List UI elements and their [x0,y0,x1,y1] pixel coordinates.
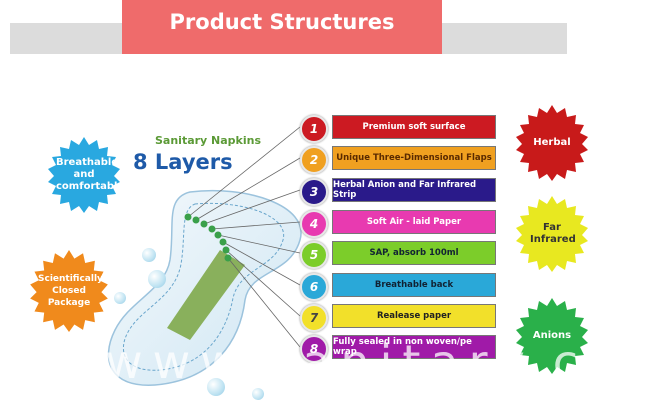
layer-label-6: Breathable back [332,273,496,297]
layer-number-5: 5 [300,241,328,269]
page-title: Product Structures [122,0,442,54]
bubble [148,270,166,288]
layer-label-2: Unique Three-Dimensional Flaps [332,146,496,170]
bubble [252,388,264,400]
bubble [142,248,156,262]
diagram-subtitle: Sanitary Napkins [155,134,262,147]
badge-breathable: Breathable and comfortable [46,137,124,213]
badge-far-infrared: Far Infrared [514,196,590,272]
layer-label-5: SAP, absorb 100ml [332,241,496,265]
watermark: www.sanitary.com [105,335,662,389]
layer-count-heading: 8 Layers [133,150,233,174]
layer-number-4: 4 [300,210,328,238]
layer-number-7: 7 [300,304,328,332]
layer-number-2: 2 [300,146,328,174]
layer-label-8: Fully sealed in non woven/pe wrap [332,335,496,359]
bubble [114,292,126,304]
layer-number-1: 1 [300,115,328,143]
layer-number-3: 3 [300,178,328,206]
layer-label-7: Realease paper [332,304,496,328]
bubble [207,378,225,396]
badge-herbal: Herbal [514,105,590,181]
layer-number-8: 8 [300,335,328,363]
layer-label-1: Premium soft surface [332,115,496,139]
layer-number-6: 6 [300,273,328,301]
layer-label-4: Soft Air - laid Paper [332,210,496,234]
napkin-illustration [107,189,302,386]
badge-closed-package: Scientifically Closed Package [28,250,110,332]
badge-anions: Anions [514,298,590,374]
layer-label-3: Herbal Anion and Far Infrared Strip [332,178,496,202]
